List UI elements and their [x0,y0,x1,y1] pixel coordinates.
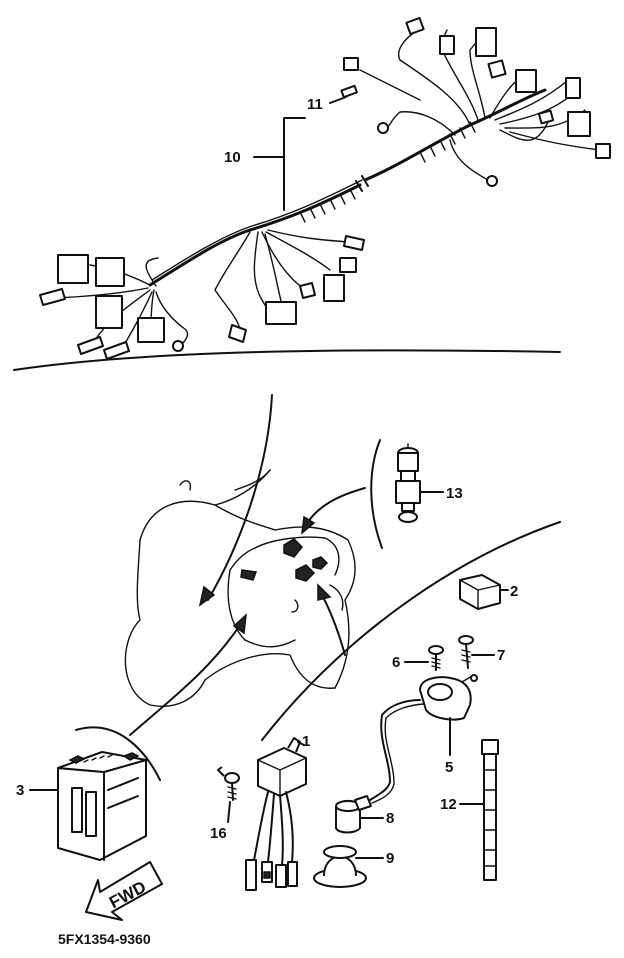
starter-switch [395,443,421,523]
screw-7 [458,635,474,669]
plug-cap [335,795,372,834]
relay [459,574,501,610]
locator-arrows [129,394,366,736]
leader-16 [227,801,231,823]
callout-11: 11 [307,96,323,113]
callout-2: 2 [510,583,518,600]
screw-6 [428,645,444,671]
drawing-code: 5FX1354-9360 [58,931,151,947]
callout-5: 5 [445,759,453,776]
callout-12: 12 [440,796,457,813]
callout-9: 9 [386,850,394,867]
callout-10: 10 [224,149,241,166]
fwd-arrow: FWD [85,861,163,921]
battery [57,751,147,861]
callout-3: 3 [16,782,24,799]
motorcycle-outline [124,469,356,707]
callout-16: 16 [210,825,227,842]
callout-13: 13 [446,485,463,502]
screw-16 [217,766,240,801]
arc-13 [370,439,383,549]
leader-1 [297,741,305,746]
leader-10 [253,117,306,211]
wire-harness [39,16,611,360]
ignition-coil [369,674,478,804]
callout-1: 1 [302,733,310,750]
cdi-unit [245,737,307,891]
plug-seal [313,845,367,888]
fuse [340,84,358,99]
callout-6: 6 [392,654,400,671]
callout-7: 7 [497,647,505,664]
callout-8: 8 [386,810,394,827]
arc-right [261,521,561,741]
arc-battery [75,726,161,781]
section-divider-arc [13,349,561,371]
cable-tie [481,739,499,881]
